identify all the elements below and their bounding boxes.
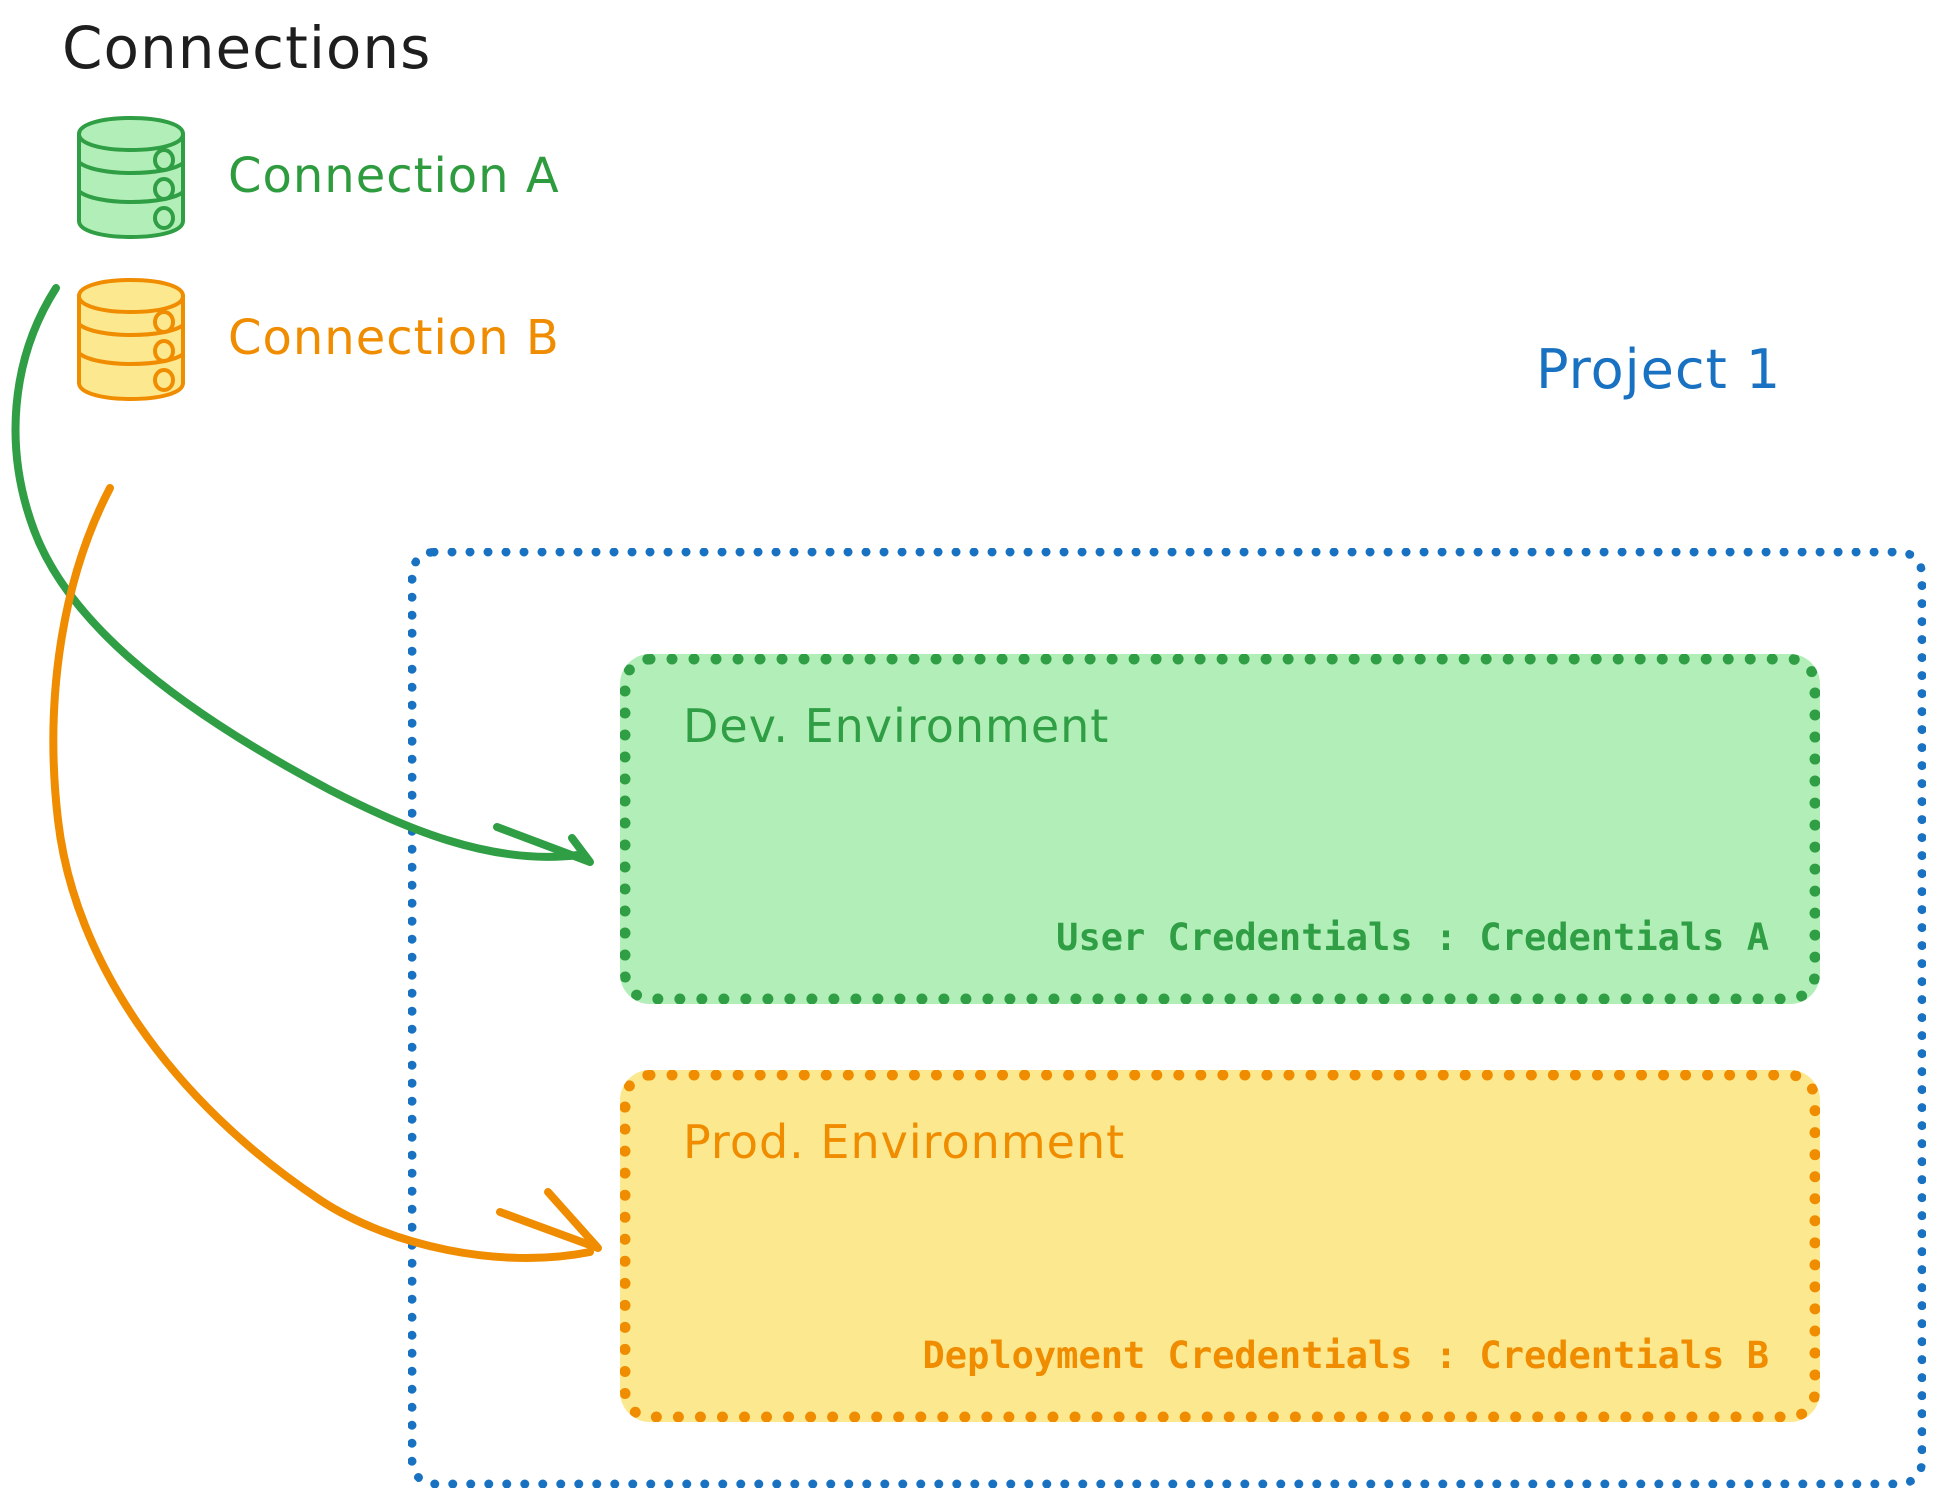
connection-a-label: Connection A (228, 148, 560, 204)
connection-b-label: Connection B (228, 310, 560, 366)
page-title: Connections (62, 14, 432, 82)
prod-environment-box: Prod. Environment Deployment Credentials… (620, 1070, 1820, 1422)
dev-environment-box: Dev. Environment User Credentials : Cred… (620, 654, 1820, 1004)
database-cylinder-icon-connection-a (72, 112, 190, 242)
dev-environment-title: Dev. Environment (683, 699, 1110, 753)
project-label: Project 1 (1536, 338, 1782, 401)
prod-environment-credentials: Deployment Credentials : Credentials B (922, 1334, 1769, 1377)
database-cylinder-icon-connection-b (72, 274, 190, 404)
prod-environment-title: Prod. Environment (683, 1115, 1126, 1169)
dev-environment-credentials: User Credentials : Credentials A (1056, 916, 1769, 959)
